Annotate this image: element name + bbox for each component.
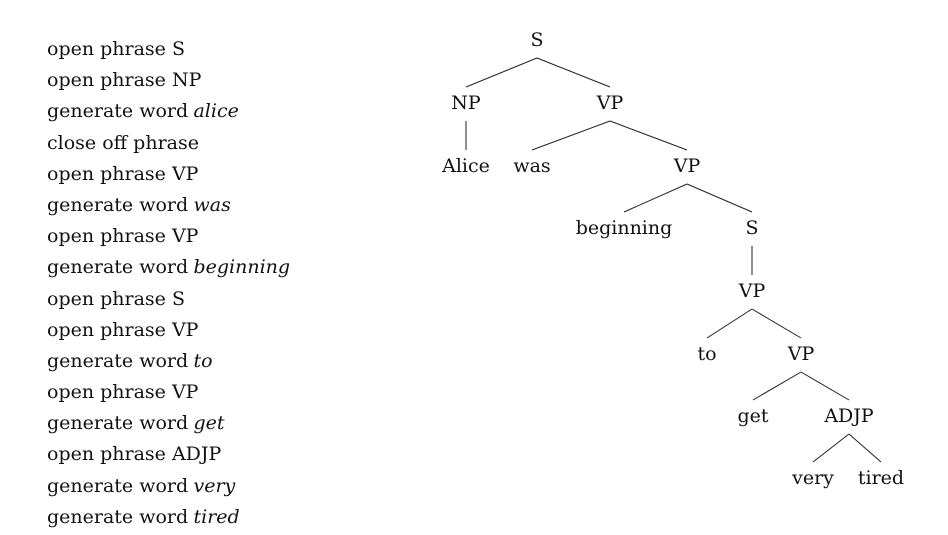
action-item: open phrase ADJP <box>47 439 290 470</box>
action-text: generate word <box>47 256 189 279</box>
tree-edge <box>848 433 882 463</box>
tree-leaf: beginning <box>576 217 673 239</box>
tree-edge <box>609 120 688 151</box>
tree-edge <box>812 433 850 463</box>
tree-edge <box>800 371 850 401</box>
action-word: to <box>193 349 213 372</box>
tree-node: VP <box>738 280 766 302</box>
action-word: very <box>193 474 236 497</box>
action-text: open phrase ADJP <box>47 443 222 466</box>
action-word: tired <box>193 505 240 528</box>
tree-edge <box>536 57 611 88</box>
action-item: open phrase S <box>47 34 290 65</box>
action-word: beginning <box>193 256 291 279</box>
action-text: generate word <box>47 100 189 123</box>
action-text: open phrase VP <box>47 381 199 404</box>
tree-leaf: Alice <box>441 155 490 177</box>
action-word: alice <box>193 100 239 123</box>
tree-edge <box>706 308 753 339</box>
tree-node: VP <box>596 92 624 114</box>
action-text: close off phrase <box>47 131 199 154</box>
tree-node: S <box>745 217 758 239</box>
action-text: generate word <box>47 412 189 435</box>
tree-leaf: get <box>737 405 768 427</box>
action-text: open phrase S <box>47 38 185 60</box>
action-item: close off phrase <box>47 128 290 159</box>
tree-node: ADJP <box>823 405 874 427</box>
tree-edge <box>623 183 688 213</box>
tree-node: VP <box>673 155 701 177</box>
tree-edge <box>531 120 611 151</box>
action-item: open phrase VP <box>47 159 290 190</box>
tree-leaf: to <box>697 343 716 365</box>
action-text: open phrase NP <box>47 69 202 92</box>
action-text: generate word <box>47 505 189 528</box>
action-item: open phrase VP <box>47 315 290 346</box>
action-item: open phrase VP <box>47 221 290 252</box>
tree-leaf: was <box>513 155 550 177</box>
action-text: generate word <box>47 349 189 372</box>
action-text: generate word <box>47 193 189 216</box>
tree-edge <box>752 371 802 401</box>
action-item: open phrase S <box>47 284 290 315</box>
tree-edge <box>751 308 802 339</box>
action-text: generate word <box>47 474 189 497</box>
action-text: open phrase VP <box>47 225 199 248</box>
tree-node: NP <box>451 92 481 114</box>
action-text: open phrase S <box>47 287 185 310</box>
tree-edge <box>465 57 538 88</box>
tree-node: S <box>530 29 543 51</box>
action-word: get <box>193 412 225 435</box>
tree-leaf: tired <box>858 467 904 489</box>
tree-node: VP <box>787 343 815 365</box>
action-item: open phrase VP <box>47 377 290 408</box>
action-item: open phrase NP <box>47 65 290 96</box>
action-text: open phrase VP <box>47 318 199 341</box>
tree-edge <box>686 183 753 213</box>
tree-leaf: very <box>791 467 834 489</box>
action-sequence: open phrase S open phrase NP generate word… <box>47 34 290 533</box>
action-word: was <box>193 193 231 216</box>
action-text: open phrase VP <box>47 162 199 185</box>
